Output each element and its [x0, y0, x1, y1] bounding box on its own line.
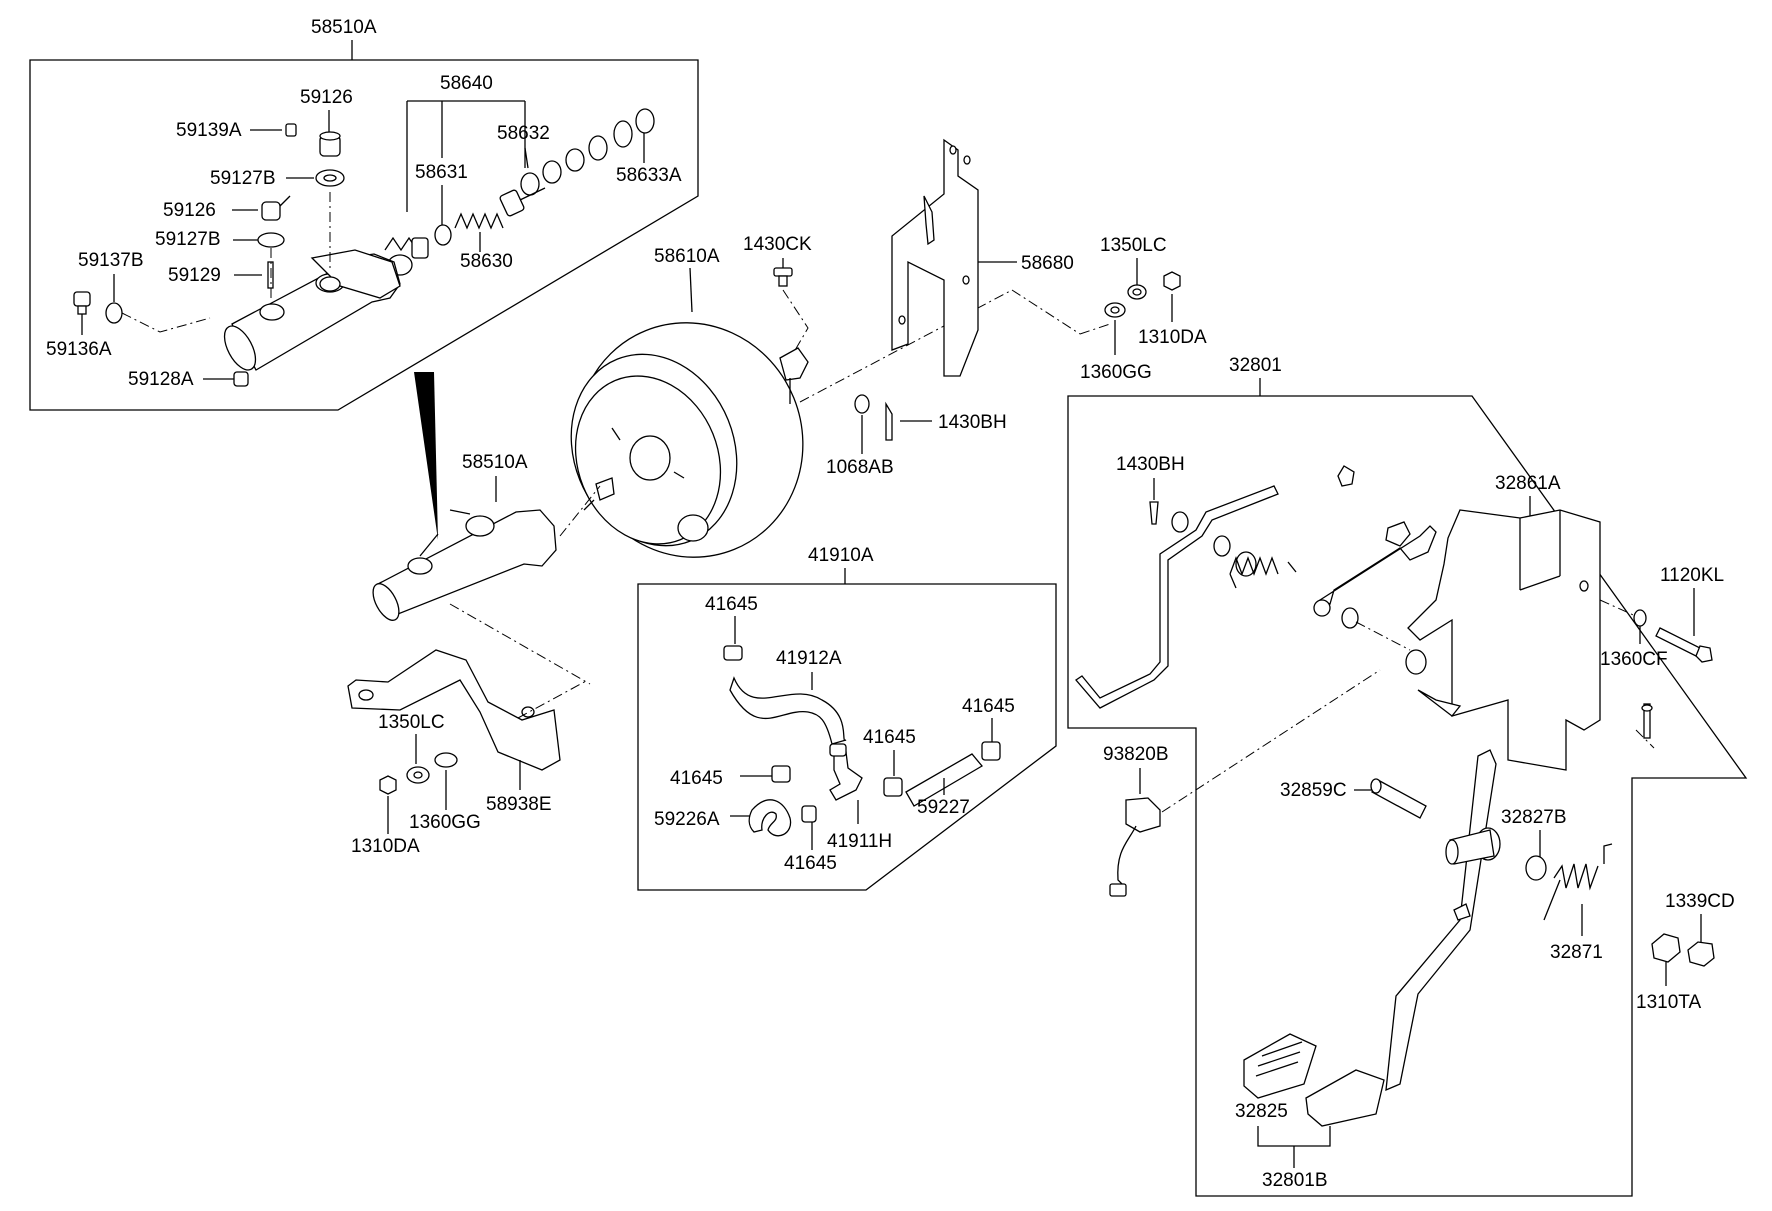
- part-label-59227: 59227: [917, 797, 970, 818]
- vacuum-hose-upper: [729, 676, 847, 745]
- nuts-group: 1339CD 1310TA: [1636, 891, 1735, 1013]
- brake-pedal-arm: [1385, 749, 1497, 1092]
- part-label-1360GG-b: 1360GG: [409, 812, 481, 833]
- part-label-59126-b: 59126: [163, 200, 216, 221]
- part-label-93820B: 93820B: [1103, 744, 1169, 765]
- part-label-32827B: 32827B: [1501, 807, 1567, 828]
- part-label-1430CK: 1430CK: [743, 234, 812, 255]
- pedal-assembly-group: 32801 1430BH 32861A 1120KL: [1067, 355, 1748, 1197]
- part-label-41912A: 41912A: [776, 648, 842, 669]
- return-spring: [1543, 843, 1613, 921]
- part-label-1430BH-a: 1430BH: [938, 412, 1007, 433]
- part-label-59126-a: 59126: [300, 87, 353, 108]
- part-label-1430BH-b: 1430BH: [1116, 454, 1185, 475]
- part-label-58630: 58630: [460, 251, 513, 272]
- lower-mounting-bracket: [347, 649, 561, 771]
- part-label-1350LC-a: 1350LC: [1100, 235, 1167, 256]
- part-label-41645-b: 41645: [670, 768, 723, 789]
- pedal-pad-right: [1305, 1069, 1385, 1127]
- pedal-push-rod: [1075, 485, 1279, 709]
- part-label-41645-a: 41645: [705, 594, 758, 615]
- part-label-1360GG-a: 1360GG: [1080, 362, 1152, 383]
- lower-bracket-group: 1350LC 1360GG 1310DA 58938E: [347, 649, 589, 857]
- clevis-arm: [1318, 525, 1437, 605]
- part-label-41645-e: 41645: [784, 853, 837, 874]
- vacuum-hose-detail-box: [637, 583, 1057, 891]
- part-label-32801: 32801: [1229, 355, 1282, 376]
- pedal-mounting-bracket: [1407, 509, 1601, 771]
- brake-booster-group: 58610A 1430CK 1068AB 1430BH: [372, 138, 1207, 685]
- part-label-59129: 59129: [168, 265, 221, 286]
- part-label-32801B: 32801B: [1262, 1170, 1328, 1191]
- vacuum-hose-lower: [748, 799, 792, 837]
- part-label-41910A: 41910A: [808, 545, 874, 566]
- part-label-1339CD: 1339CD: [1665, 891, 1735, 912]
- part-label-1350LC-b: 1350LC: [378, 712, 445, 733]
- part-label-59139A: 59139A: [176, 120, 242, 141]
- part-label-1360CF: 1360CF: [1600, 649, 1668, 670]
- part-label-58510A-top: 58510A: [311, 17, 377, 38]
- part-label-1310DA-b: 1310DA: [351, 836, 420, 857]
- part-label-59136A: 59136A: [46, 339, 112, 360]
- master-cylinder-detail-group: 58510A 58640 59126 59139A 58632 58633A 5…: [29, 17, 699, 411]
- part-label-1310DA-a: 1310DA: [1138, 327, 1207, 348]
- vacuum-hose-detail-group: 41910A 41645 41912A 41645 41645 41645 59…: [637, 545, 1057, 891]
- part-label-59128A: 59128A: [128, 369, 194, 390]
- part-label-58640: 58640: [440, 73, 493, 94]
- part-label-1068AB: 1068AB: [826, 457, 894, 478]
- part-label-1120KL: 1120KL: [1660, 565, 1724, 586]
- part-label-58632: 58632: [497, 123, 550, 144]
- part-label-32859C: 32859C: [1280, 780, 1347, 801]
- part-label-58510A-mid: 58510A: [462, 452, 528, 473]
- part-label-59127B-b: 59127B: [155, 229, 221, 250]
- part-label-41911H: 41911H: [827, 831, 892, 852]
- pedal-pad-left: [1243, 1033, 1317, 1099]
- part-label-58610A: 58610A: [654, 246, 720, 267]
- part-label-58938E: 58938E: [486, 794, 552, 815]
- part-label-59127B-a: 59127B: [210, 168, 276, 189]
- part-label-32825: 32825: [1235, 1101, 1288, 1122]
- brake-light-switch: [1125, 797, 1161, 833]
- part-label-58680: 58680: [1021, 253, 1074, 274]
- booster-mounting-bracket: [891, 138, 979, 377]
- master-cylinder-detail-box: [29, 59, 699, 411]
- part-label-41645-d: 41645: [962, 696, 1015, 717]
- part-label-41645-c: 41645: [863, 727, 916, 748]
- master-cylinder-lower: [377, 509, 557, 615]
- part-label-59137B: 59137B: [78, 250, 144, 271]
- part-label-32871: 32871: [1550, 942, 1603, 963]
- part-label-1310TA: 1310TA: [1636, 992, 1701, 1013]
- part-label-58631: 58631: [415, 162, 468, 183]
- part-label-32861A: 32861A: [1495, 473, 1561, 494]
- pointer-wedge: [414, 372, 438, 540]
- part-label-59226A: 59226A: [654, 809, 720, 830]
- part-label-58633A: 58633A: [616, 165, 682, 186]
